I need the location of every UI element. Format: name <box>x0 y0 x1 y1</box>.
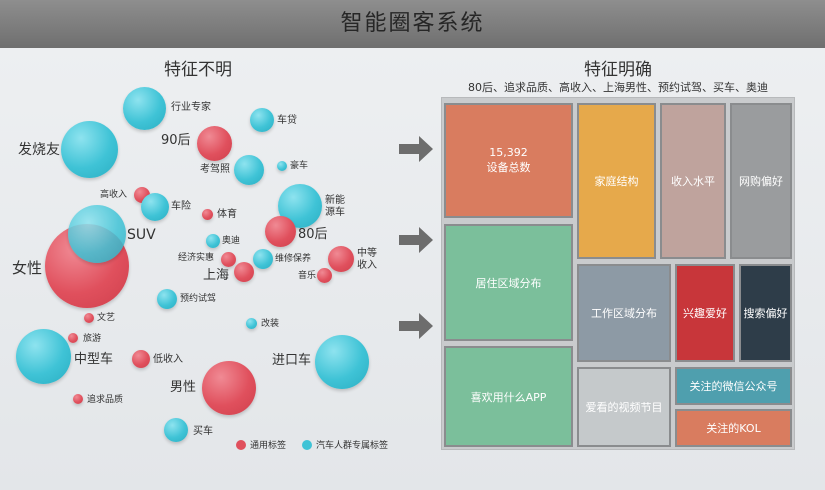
tile-video[interactable]: 爱看的视频节目 <box>577 367 671 447</box>
bubble-art <box>84 313 94 323</box>
label-music: 音乐 <box>298 271 317 281</box>
tile-work[interactable]: 工作区域分布 <box>577 264 671 362</box>
legend-common: 通用标签 <box>236 438 286 451</box>
label-sports: 体育 <box>217 209 237 220</box>
tile-video-label: 爱看的视频节目 <box>585 401 663 414</box>
tile-search[interactable]: 搜索偏好 <box>739 264 792 362</box>
label-license: 考驾照 <box>200 164 230 175</box>
label-new-energy: 新能 源车 <box>325 195 345 218</box>
bubble-quality <box>73 394 83 404</box>
bubble-car-loan <box>250 108 274 132</box>
label-imported-car: 进口车 <box>272 353 312 368</box>
label-90s: 90后 <box>161 133 191 148</box>
bubble-industry-expert <box>123 87 166 130</box>
tile-interest-label: 兴趣爱好 <box>683 307 727 320</box>
tile-income[interactable]: 收入水平 <box>660 103 726 259</box>
label-travel: 旅游 <box>83 334 102 344</box>
label-middle-income: 中等 收入 <box>357 248 377 271</box>
bubble-shanghai <box>234 262 254 282</box>
arrow-right-icon <box>399 136 433 162</box>
label-female: 女性 <box>12 259 43 277</box>
bubble-travel <box>68 333 78 343</box>
bubble-luxury <box>277 161 287 171</box>
bubble-90s <box>197 126 232 161</box>
label-insurance: 车险 <box>171 201 191 212</box>
tile-interest[interactable]: 兴趣爱好 <box>675 264 735 362</box>
label-art: 文艺 <box>97 313 116 323</box>
label-enthusiast: 发烧友 <box>18 142 60 158</box>
tile-wechat[interactable]: 关注的微信公众号 <box>675 367 792 405</box>
label-test-drive: 预约试驾 <box>180 294 217 304</box>
tile-apps[interactable]: 喜欢用什么APP <box>444 346 573 447</box>
label-audi: 奥迪 <box>222 236 241 246</box>
bubble-test-drive <box>157 289 177 309</box>
legend-car-label: 汽车人群专属标签 <box>316 441 389 451</box>
label-quality: 追求品质 <box>87 395 124 405</box>
tile-work-label: 工作区域分布 <box>591 307 657 320</box>
label-car-loan: 车贷 <box>277 115 297 126</box>
device-count: 15,392 <box>489 146 528 159</box>
tile-family[interactable]: 家庭结构 <box>577 103 656 259</box>
bubble-audi <box>206 234 220 248</box>
bubble-male <box>202 361 256 415</box>
label-high-income: 高收入 <box>100 190 128 200</box>
left-section-title: 特征不明 <box>164 60 232 80</box>
right-section-subtitle: 80后、追求品质、高收入、上海男性、预约试驾、买车、奥迪 <box>468 81 768 94</box>
bubble-sports <box>202 209 213 220</box>
bubble-low-income <box>132 350 150 368</box>
tile-residence[interactable]: 居住区域分布 <box>444 224 573 341</box>
arrow-right-icon <box>399 227 433 253</box>
tile-shopping[interactable]: 网购偏好 <box>730 103 792 259</box>
label-maintenance: 维修保养 <box>275 254 312 264</box>
tile-shopping-label: 网购偏好 <box>739 175 783 188</box>
bubble-insurance <box>141 193 169 221</box>
header-bar <box>0 0 825 48</box>
tile-income-label: 收入水平 <box>671 175 715 188</box>
tile-family-label: 家庭结构 <box>594 175 639 188</box>
legend-red-dot-icon <box>236 439 246 450</box>
bubble-license <box>234 155 264 185</box>
arrow-right-icon <box>399 313 433 339</box>
label-shanghai: 上海 <box>203 268 230 283</box>
treemap: 15,392 设备总数 家庭结构 收入水平 网购偏好 居住区域分布 工作区域分布… <box>441 97 795 450</box>
legend-car: 汽车人群专属标签 <box>302 438 388 451</box>
tile-wechat-label: 关注的微信公众号 <box>689 380 778 393</box>
bubble-middle-income <box>328 246 354 272</box>
tile-kol[interactable]: 关注的KOL <box>675 409 792 447</box>
label-luxury: 豪车 <box>290 161 309 171</box>
label-suv: SUV <box>127 227 156 243</box>
tile-kol-label: 关注的KOL <box>706 422 761 435</box>
label-modify: 改装 <box>261 319 280 329</box>
label-buy-car: 买车 <box>193 426 213 437</box>
device-count-label: 设备总数 <box>486 161 531 174</box>
bubble-imported-car <box>315 335 369 389</box>
label-industry-expert: 行业专家 <box>171 102 211 113</box>
label-male: 男性 <box>170 380 197 395</box>
bubble-midsize-car <box>16 329 71 384</box>
label-low-income: 低收入 <box>153 354 183 365</box>
tile-residence-label: 居住区域分布 <box>475 276 542 290</box>
bubble-music <box>317 268 332 283</box>
tile-device-total[interactable]: 15,392 设备总数 <box>444 103 573 218</box>
page-title: 智能圈客系统 <box>340 11 485 36</box>
bubble-enthusiast <box>61 121 118 178</box>
legend-common-label: 通用标签 <box>250 441 287 451</box>
tile-search-label: 搜索偏好 <box>743 307 788 320</box>
bubble-suv <box>68 205 126 263</box>
label-economy: 经济实惠 <box>178 253 215 263</box>
label-midsize-car: 中型车 <box>74 352 114 367</box>
label-80s: 80后 <box>298 227 328 242</box>
legend-blue-dot-icon <box>302 439 312 450</box>
tile-apps-label: 喜欢用什么APP <box>470 390 547 404</box>
bubble-80s <box>265 216 296 247</box>
bubble-economy <box>221 252 236 267</box>
bubble-buy-car <box>164 418 188 442</box>
bubble-maintenance <box>253 249 273 269</box>
bubble-modify <box>246 318 257 329</box>
right-section-title: 特征明确 <box>584 60 652 80</box>
